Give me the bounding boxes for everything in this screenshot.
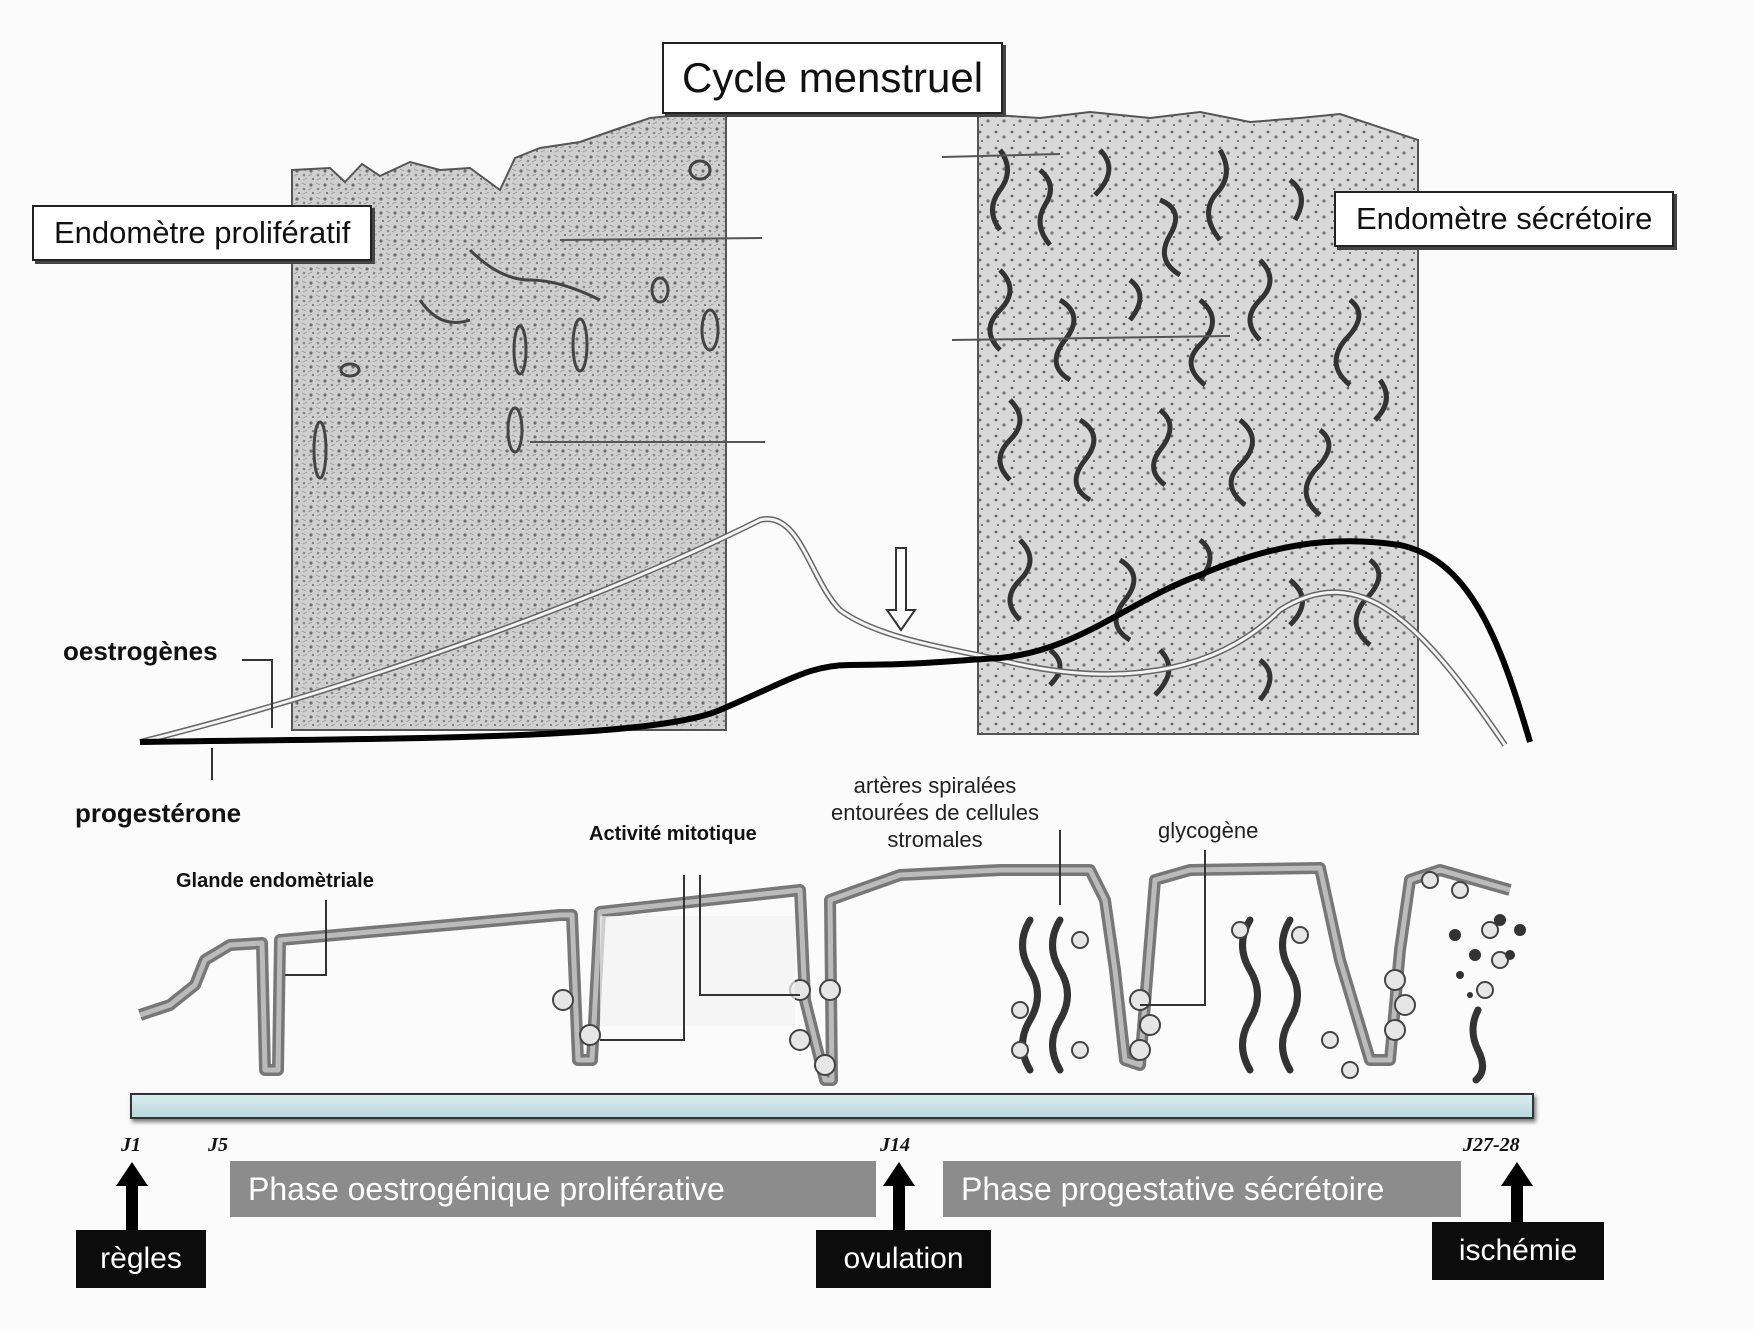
spiral-arteries-line-2: entourées de cellules bbox=[831, 800, 1039, 825]
menses-arrow-icon bbox=[116, 1162, 148, 1232]
secretory-phase-box: Phase progestative sécrétoire bbox=[943, 1161, 1461, 1217]
menses-event-box: règles bbox=[76, 1230, 206, 1288]
spiral-arteries-line-1: artères spiralées bbox=[853, 773, 1017, 798]
progesterone-label: progestérone bbox=[75, 798, 242, 828]
ovulation-event-box: ovulation bbox=[816, 1230, 991, 1288]
estrogen-label: oestrogènes bbox=[63, 636, 218, 666]
cycle-timeline-bar bbox=[130, 1093, 1534, 1119]
proliferative-endometrium-label: Endomètre prolifératif bbox=[32, 205, 373, 261]
estrogen-leader-line bbox=[242, 659, 273, 728]
secretory-histology-image bbox=[941, 110, 1419, 735]
diagram-title: Cycle menstruel bbox=[662, 42, 1004, 114]
estrogen-curve bbox=[139, 516, 1508, 747]
spiral-arteries-line-3: stromales bbox=[887, 827, 983, 852]
ovulation-arrow-icon bbox=[883, 1162, 915, 1232]
progesterone-curve bbox=[139, 538, 1533, 745]
secretory-endometrium-label: Endomètre sécrétoire bbox=[1334, 191, 1675, 247]
day-marker-j27-28: J27-28 bbox=[1463, 1134, 1520, 1156]
mitotic-activity-label: Activité mitotique bbox=[589, 823, 757, 845]
day-marker-j1: J1 bbox=[121, 1134, 141, 1156]
day-marker-j5: J5 bbox=[208, 1134, 228, 1156]
endometrium-schematic bbox=[138, 862, 1526, 1086]
ovulation-indicator-arrow bbox=[885, 547, 917, 632]
ischemia-arrow-icon bbox=[1501, 1162, 1533, 1224]
schematic-leader-lines bbox=[285, 830, 1206, 1041]
ischemia-event-box: ischémie bbox=[1432, 1222, 1604, 1280]
spiral-arteries-label: artères spiralées entourées de cellules … bbox=[790, 772, 1080, 853]
day-marker-j14: J14 bbox=[880, 1134, 910, 1156]
glycogen-label: glycogène bbox=[1158, 818, 1259, 843]
proliferative-phase-box: Phase oestrogénique proliférative bbox=[230, 1161, 876, 1217]
endometrial-gland-label: Glande endomètriale bbox=[176, 870, 374, 892]
proliferative-histology-image bbox=[291, 112, 765, 731]
